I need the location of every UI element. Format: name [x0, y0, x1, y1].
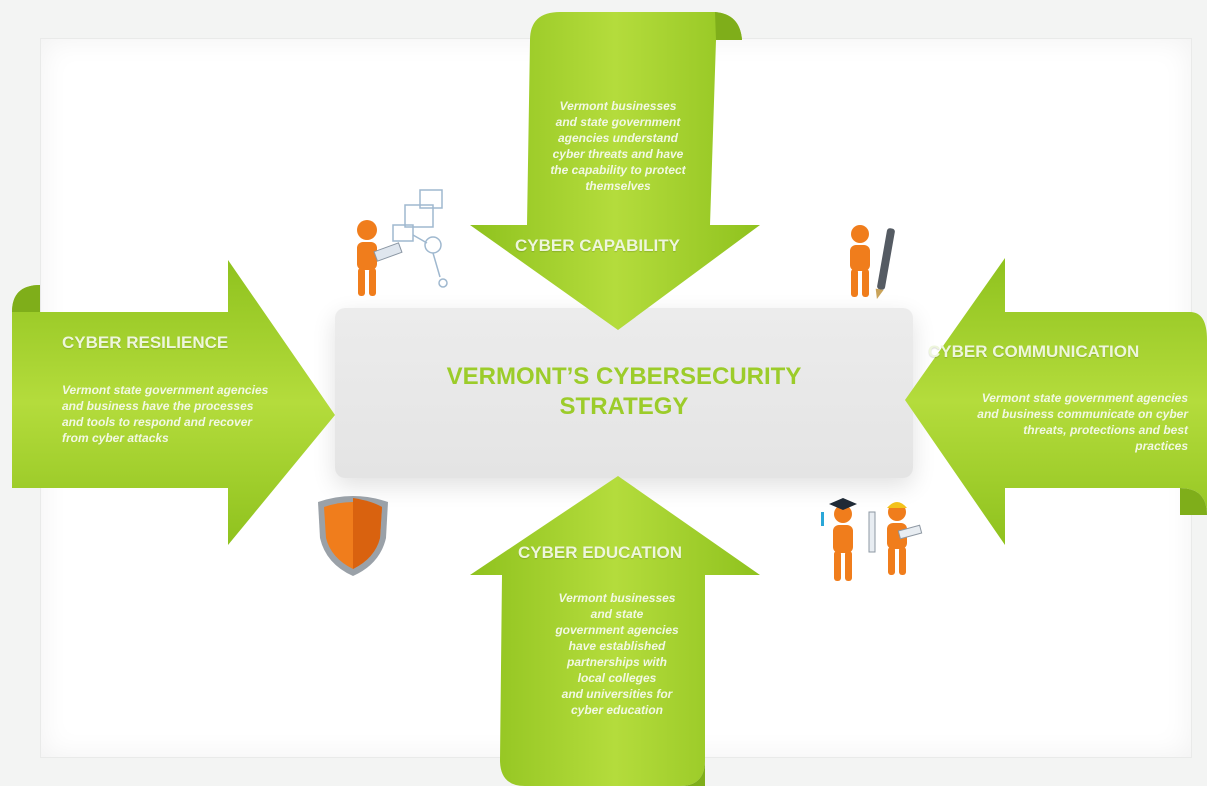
strategy-center-box	[335, 308, 913, 478]
strategy-title: VERMONT’S CYBERSECURITY STRATEGY	[446, 363, 802, 420]
resilience-label: CYBER RESILIENCE	[62, 333, 229, 352]
capability-label: CYBER CAPABILITY	[515, 236, 680, 255]
person-pen-icon	[850, 225, 895, 300]
capability-description: Vermont businesses and state government …	[550, 99, 686, 193]
resilience-arrow	[12, 260, 335, 545]
person-tablet-icon	[357, 189, 448, 296]
communication-description: Vermont state government agencies and bu…	[977, 391, 1188, 453]
graduate-workers-icon	[821, 498, 923, 581]
education-description: Vermont businesses and state government …	[555, 591, 679, 717]
education-arrow	[470, 476, 760, 786]
education-label: CYBER EDUCATION	[518, 543, 683, 562]
communication-label: CYBER COMMUNICATION	[928, 342, 1140, 361]
shield-icon	[318, 496, 388, 576]
capability-arrow	[470, 12, 760, 330]
communication-arrow	[905, 258, 1207, 545]
resilience-description: Vermont state government agencies and bu…	[62, 383, 269, 445]
